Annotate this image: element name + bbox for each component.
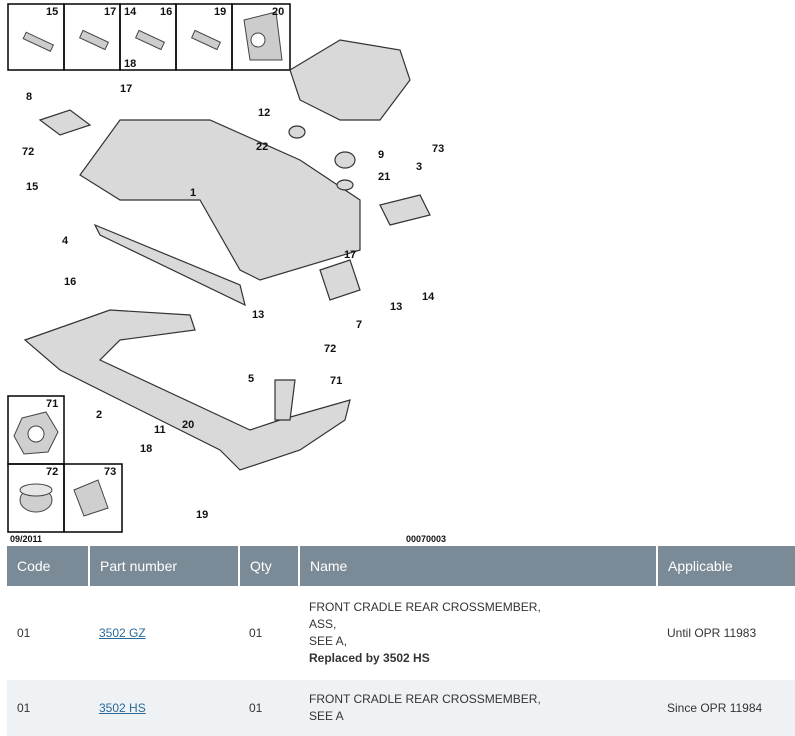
part-number-link[interactable]: 3502 GZ [99, 626, 146, 640]
box-label: 15 [46, 6, 58, 18]
name-line: FRONT CRADLE REAR CROSSMEMBER, [309, 600, 541, 614]
bolt-icons [22, 11, 283, 61]
callout: 1 [190, 187, 196, 199]
name-line: SEE A, [309, 634, 348, 648]
cell-applicable: Since OPR 11984 [657, 680, 795, 736]
callout: 71 [330, 375, 342, 387]
name-line: ASS, [309, 617, 337, 631]
cell-part-number: 3502 HS [89, 680, 239, 736]
box-label: 14 [124, 6, 137, 18]
header-part-number: Part number [89, 546, 240, 586]
callout: 12 [258, 107, 270, 119]
callout: 8 [26, 91, 32, 103]
nut-bushing-icons [13, 411, 109, 517]
box-label: 17 [104, 6, 116, 18]
parts-diagram: 15 17 14 18 16 19 20 71 72 73 [7, 3, 446, 544]
callout: 17 [344, 249, 356, 261]
header-code: Code [7, 546, 90, 586]
callout: 73 [432, 143, 444, 155]
box-label: 72 [46, 466, 58, 478]
callout-labels: 1 2 3 4 5 7 8 9 11 12 13 13 14 15 16 17 … [22, 83, 444, 521]
cell-qty: 01 [239, 586, 299, 680]
box-label: 16 [160, 6, 172, 18]
callout: 18 [140, 443, 152, 455]
fastener-box-group [7, 3, 291, 71]
callout: 5 [248, 373, 254, 385]
callout: 17 [120, 83, 132, 95]
callout: 4 [62, 235, 69, 247]
cell-applicable: Until OPR 11983 [657, 586, 795, 680]
name-line: FRONT CRADLE REAR CROSSMEMBER, [309, 692, 541, 706]
callout: 22 [256, 141, 268, 153]
callout: 3 [416, 161, 422, 173]
table-row: 01 3502 HS 01 FRONT CRADLE REAR CROSSMEM… [7, 680, 795, 736]
box-label: 20 [272, 6, 284, 18]
header-name: Name [299, 546, 658, 586]
cell-name: FRONT CRADLE REAR CROSSMEMBER, SEE A [299, 680, 657, 736]
box-label: 18 [124, 58, 136, 70]
callout: 19 [196, 509, 208, 521]
callout: 11 [154, 424, 166, 436]
name-line: SEE A [309, 709, 344, 723]
callout: 14 [422, 291, 435, 303]
date-code: 09/2011 [10, 534, 42, 544]
callout: 21 [378, 171, 390, 183]
cell-code: 01 [7, 586, 89, 680]
header-qty: Qty [239, 546, 300, 586]
callout: 13 [390, 301, 402, 313]
detail-boxes [7, 395, 123, 533]
diagram-ref: 00070003 [406, 534, 446, 544]
box-label: 19 [214, 6, 226, 18]
parts-table: Code Part number Qty Name Applicable 01 … [7, 546, 795, 736]
table-row: 01 3502 GZ 01 FRONT CRADLE REAR CROSSMEM… [7, 586, 795, 680]
part-number-link[interactable]: 3502 HS [99, 701, 146, 715]
callout: 7 [356, 319, 362, 331]
callout: 20 [182, 419, 194, 431]
callout: 72 [324, 343, 336, 355]
box-label: 73 [104, 466, 116, 478]
cell-part-number: 3502 GZ [89, 586, 239, 680]
callout: 16 [64, 276, 76, 288]
callout: 72 [22, 146, 34, 158]
cell-qty: 01 [239, 680, 299, 736]
header-applicable: Applicable [657, 546, 795, 586]
callout: 13 [252, 309, 264, 321]
cell-code: 01 [7, 680, 89, 736]
box-label: 71 [46, 398, 58, 410]
callout: 15 [26, 181, 38, 193]
front-cradle-drawing [23, 39, 431, 471]
callout: 9 [378, 149, 384, 161]
table-header-row: Code Part number Qty Name Applicable [7, 546, 795, 586]
callout: 2 [96, 409, 102, 421]
replaced-by-note: Replaced by 3502 HS [309, 651, 430, 665]
cell-name: FRONT CRADLE REAR CROSSMEMBER, ASS, SEE … [299, 586, 657, 680]
